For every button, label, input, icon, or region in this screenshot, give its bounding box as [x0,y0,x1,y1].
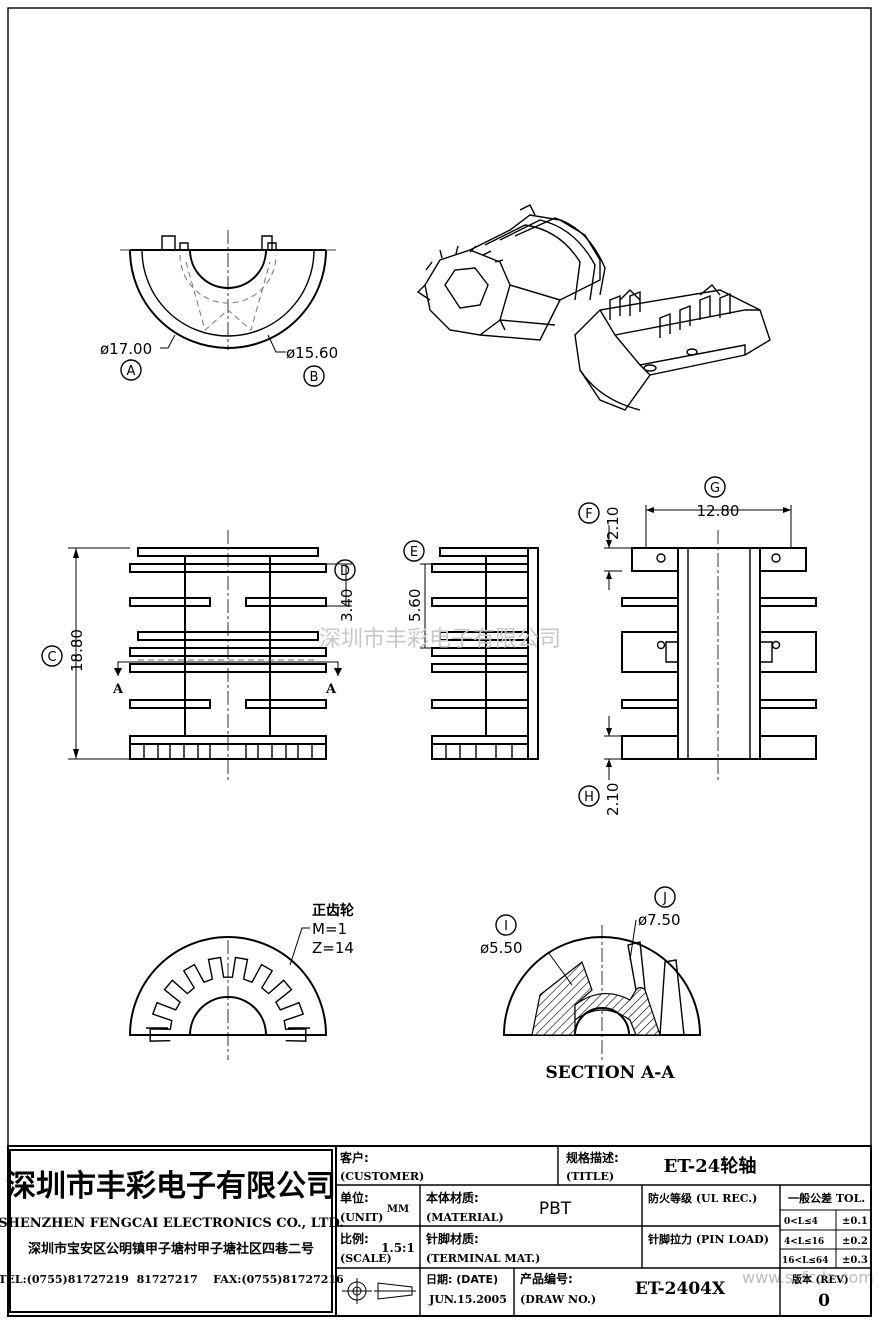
company-contact: TEL:(0755)81727219 81727217 FAX:(0755)81… [0,1273,344,1286]
title-value: ET-24轮轴 [664,1155,757,1177]
dim-c-label: 18.80 [68,629,86,672]
company-name-cn: 深圳市丰彩电子有限公司 [6,1169,336,1204]
callout-d: D [340,564,350,579]
material-label-en: (MATERIAL) [426,1211,504,1224]
tol-range-0: 0<L≤4 [784,1217,818,1227]
callout-a-circle [120,359,142,381]
drawno-value: ET-2404X [635,1279,726,1299]
title-block: 深圳市丰彩电子有限公司 SHENZHEN FENGCAI ELECTRONICS… [0,1145,872,1317]
watermark: 深圳市丰彩电子有限公司 [319,627,561,652]
tol-value-0: ±0.1 [842,1216,868,1227]
dim-j-label: ø7.50 [638,911,681,929]
unit-label-cn: 单位: [340,1190,369,1205]
tol-range-2: 16<L≤64 [782,1256,828,1266]
section-mark-right: A [325,682,337,697]
company-address: 深圳市宝安区公明镇甲子塘村甲子塘社区四巷二号 [28,1241,314,1257]
dim-h-label: 2.10 [604,783,622,816]
callout-f-circle [578,502,600,524]
callout-e: E [410,545,418,560]
isometric-view [416,204,771,411]
material-label-cn: 本体材质: [426,1190,479,1205]
callout-e-circle [403,540,425,562]
terminal-label-en: (TERMINAL MAT.) [426,1252,540,1265]
section-label: SECTION A-A [545,1063,675,1083]
projection-symbol [342,1278,416,1304]
customer-label-cn: 客户: [339,1150,369,1165]
side-view: 5.60 E [403,540,539,760]
right-view: 2.10 F 2.10 H 12.80 G [578,476,817,816]
ul-label: 防火等级 (UL REC.) [648,1191,757,1205]
section-mark-left: A [112,682,124,697]
dim-i-label: ø5.50 [480,939,523,957]
callout-f: F [585,507,592,522]
company-name-en: SHENZHEN FENGCAI ELECTRONICS CO., LTD. [0,1216,344,1231]
dim-d-label: 3.40 [338,589,356,622]
callout-a: A [127,364,136,379]
callout-g: G [710,481,720,496]
scale-label-en: (SCALE) [340,1252,392,1265]
dim-a-label: ø17.00 [100,340,152,358]
scale-label-cn: 比例: [340,1231,369,1246]
customer-label-en: (CUSTOMER) [340,1170,424,1183]
callout-b: B [310,370,319,385]
material-value: PBT [539,1199,572,1219]
title-label-en: (TITLE) [566,1170,614,1183]
callout-b-circle [303,365,325,387]
title-label-cn: 规格描述: [566,1150,619,1165]
callout-g-circle [704,476,726,498]
date-label: 日期: (DATE) [426,1272,498,1286]
callout-i: I [504,919,508,934]
section-view: ø5.50 ø7.50 I J SECTION A-A [480,886,702,1083]
tol-value-2: ±0.3 [842,1255,868,1266]
gear-tooth-profile [149,956,307,1042]
unit-value: MM [387,1204,409,1215]
callout-j-circle [654,886,676,908]
front-view: A A 18.80 C 3.40 D [41,530,356,780]
callout-h: H [584,790,594,805]
tol-value-1: ±0.2 [842,1236,868,1247]
scale-value: 1.5:1 [381,1241,415,1255]
gear-title: 正齿轮 [312,902,354,919]
dim-e-label: 5.60 [406,589,424,622]
callout-c: C [47,650,56,665]
drawno-label-cn: 产品编号: [520,1271,573,1286]
callout-d-circle [334,559,356,581]
rev-label: 版本 (REV) [792,1273,849,1286]
tol-label: 一般公差 TOL. [788,1191,865,1205]
drawno-label-en: (DRAW NO.) [520,1293,596,1306]
dim-f-label: 2.10 [604,507,622,540]
date-value: JUN.15.2005 [428,1293,507,1306]
top-view: ø17.00 ø15.60 A B [100,230,338,387]
callout-j: J [662,891,667,906]
dim-g-label: 12.80 [697,502,740,520]
callout-h-circle [578,785,600,807]
pinload-label: 针脚拉力 (PIN LOAD) [648,1232,769,1246]
terminal-label-cn: 针脚材质: [426,1231,479,1246]
callout-i-circle [495,914,517,936]
rev-value: 0 [818,1291,830,1311]
dim-b-label: ø15.60 [286,344,338,362]
gear-module: M=1 [312,920,347,938]
unit-label-en: (UNIT) [340,1211,383,1224]
gear-teeth-count: Z=14 [312,939,354,957]
watermark-url: www.szfcdz.com [742,1268,874,1287]
tol-range-1: 4<L≤16 [784,1237,824,1247]
callout-c-circle [41,645,63,667]
gear-view: 正齿轮 M=1 Z=14 [128,902,354,1060]
